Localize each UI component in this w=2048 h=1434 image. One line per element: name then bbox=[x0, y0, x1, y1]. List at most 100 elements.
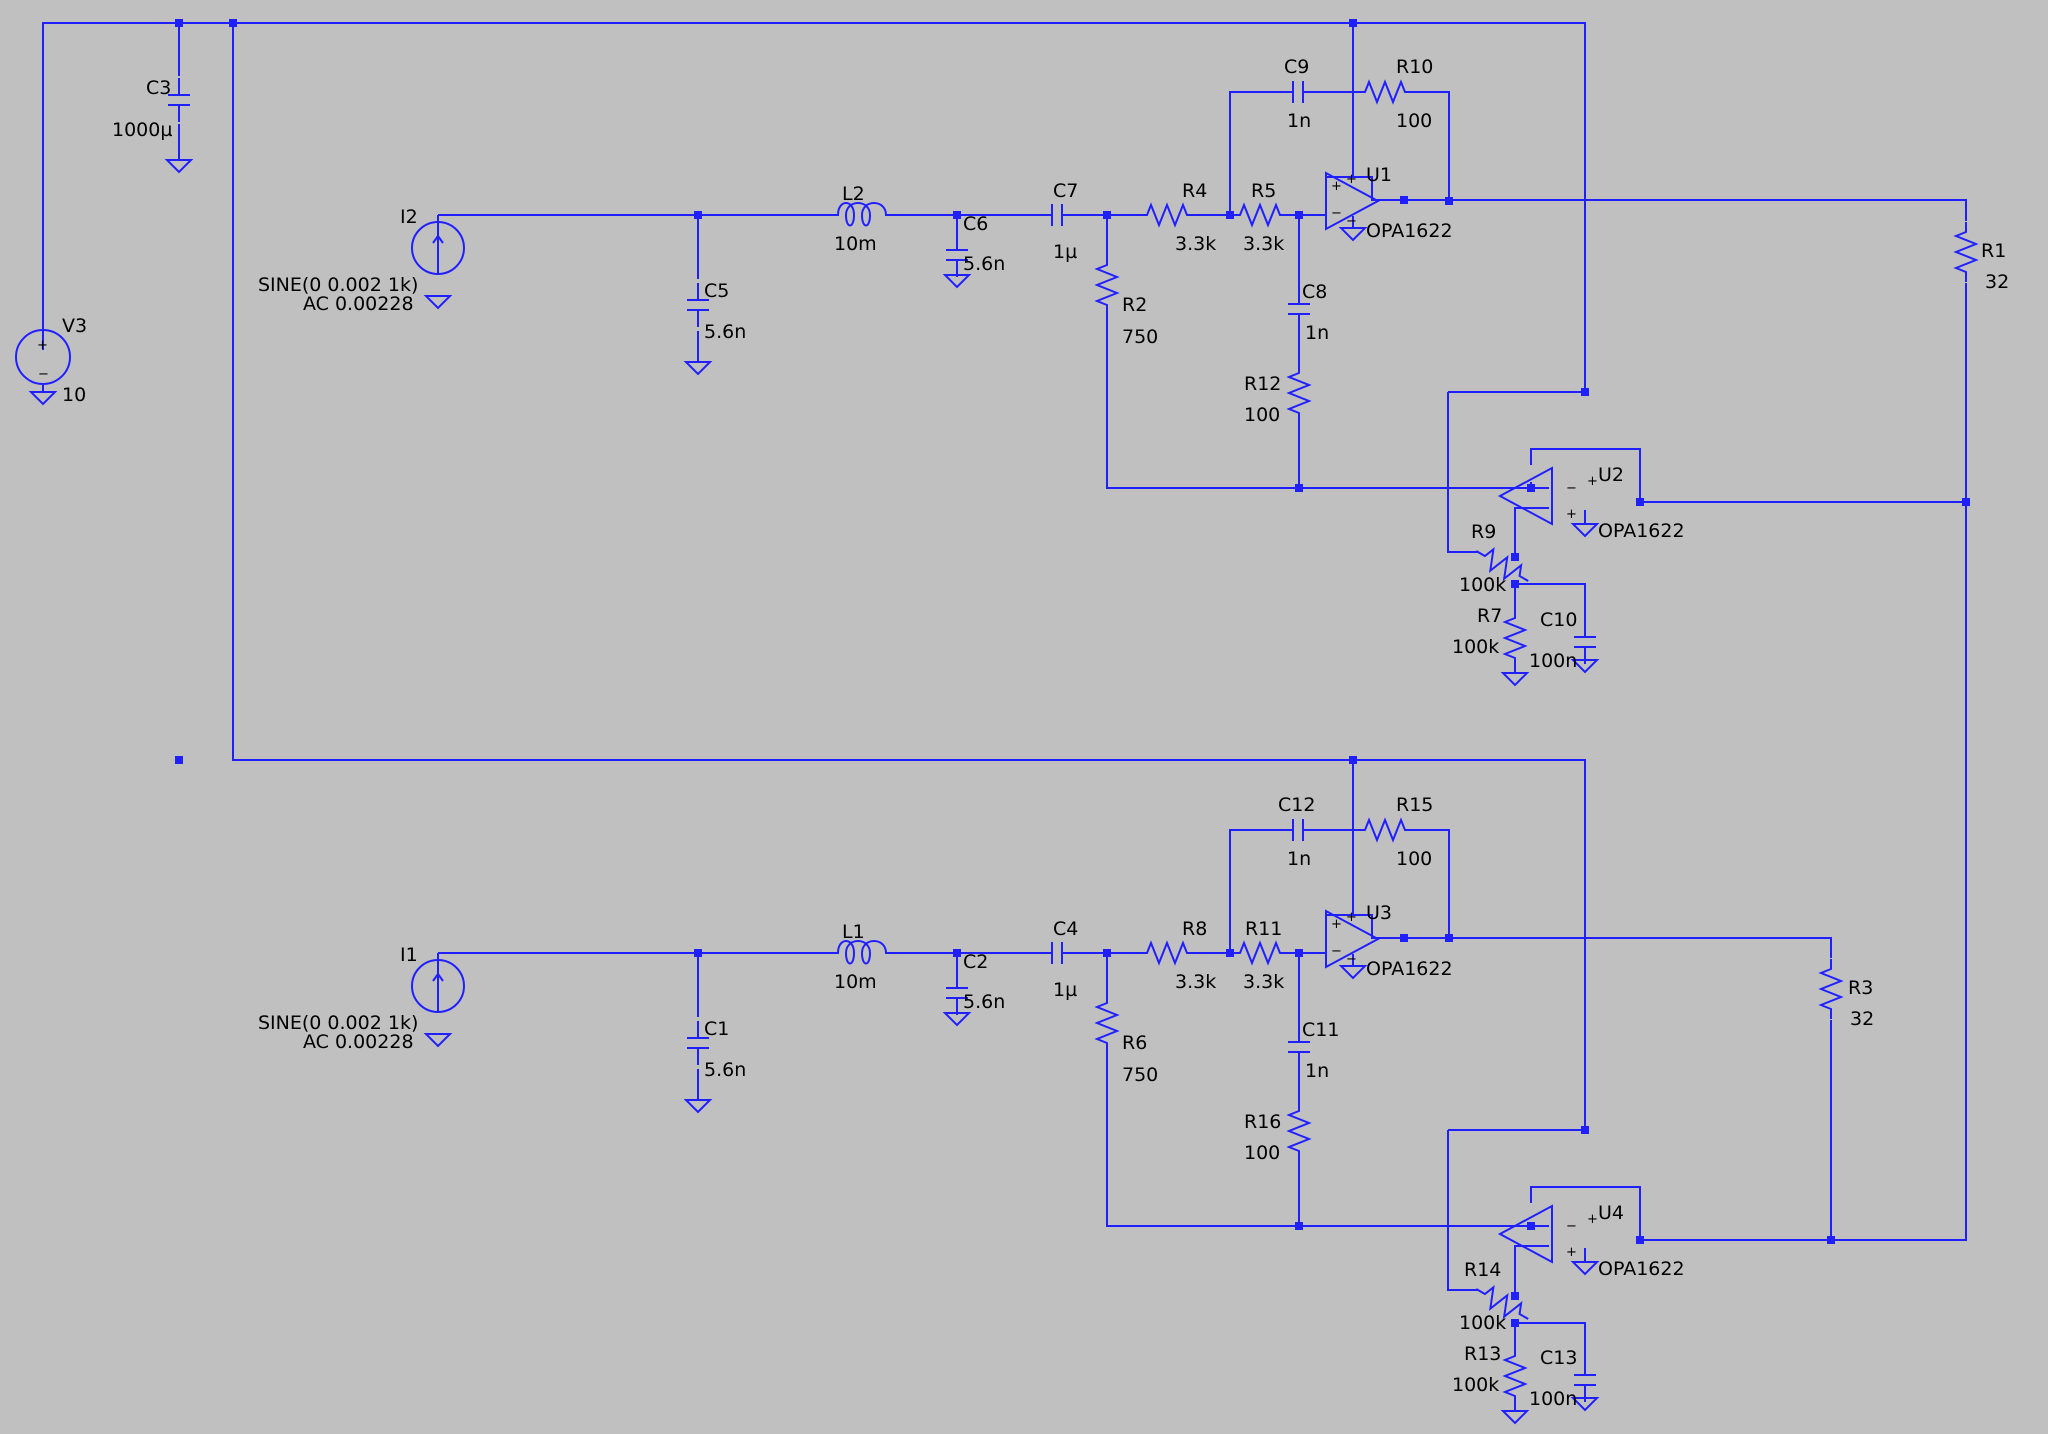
svg-text:−: − bbox=[1346, 214, 1357, 229]
r10-name-label: R10 bbox=[1396, 56, 1433, 78]
junction-dot bbox=[1527, 1222, 1535, 1230]
svg-text:−: − bbox=[1566, 1219, 1577, 1234]
junction-dot bbox=[1827, 1236, 1835, 1244]
l1-value-label: 10m bbox=[834, 971, 877, 993]
r10-symbol[interactable] bbox=[1354, 81, 1416, 103]
c12-symbol[interactable] bbox=[1275, 818, 1321, 842]
c9-symbol[interactable] bbox=[1275, 80, 1321, 104]
r1-symbol[interactable] bbox=[1955, 221, 1977, 283]
junction-dot bbox=[175, 19, 183, 27]
r14-value-label: 100k bbox=[1459, 1312, 1506, 1334]
svg-text:−: − bbox=[38, 367, 49, 382]
u3-model-label: OPA1622 bbox=[1366, 958, 1453, 980]
junction-dot bbox=[1581, 1126, 1589, 1134]
l1-symbol[interactable] bbox=[821, 940, 903, 965]
r11-name-label: R11 bbox=[1245, 918, 1282, 940]
c7-value-label: 1µ bbox=[1053, 241, 1077, 263]
r5-value-label: 3.3k bbox=[1243, 233, 1284, 255]
junction-dot bbox=[1445, 934, 1453, 942]
components: + − + − + − − bbox=[15, 77, 1977, 1424]
junction-dot bbox=[1511, 1319, 1519, 1327]
r4-symbol[interactable] bbox=[1136, 204, 1198, 226]
c9-name-label: C9 bbox=[1284, 56, 1309, 78]
svg-text:+: + bbox=[1331, 179, 1342, 194]
c8-name-label: C8 bbox=[1302, 281, 1327, 303]
i2-name-label: I2 bbox=[400, 206, 418, 228]
i2-value1-label: SINE(0 0.002 1k) bbox=[258, 274, 418, 296]
c1-value-label: 5.6n bbox=[704, 1059, 746, 1081]
r12-name-label: R12 bbox=[1244, 373, 1281, 395]
c11-value-label: 1n bbox=[1305, 1060, 1329, 1082]
r3-name-label: R3 bbox=[1848, 977, 1873, 999]
r5-name-label: R5 bbox=[1251, 180, 1276, 202]
r10-value-label: 100 bbox=[1396, 110, 1432, 132]
ground-symbol bbox=[1340, 965, 1366, 979]
svg-text:+: + bbox=[1346, 172, 1357, 187]
c8-value-label: 1n bbox=[1305, 322, 1329, 344]
u1-opamp-symbol[interactable]: + − + − bbox=[1325, 172, 1379, 230]
r8-value-label: 3.3k bbox=[1175, 971, 1216, 993]
r15-name-label: R15 bbox=[1396, 794, 1433, 816]
r2-symbol[interactable] bbox=[1096, 254, 1118, 316]
r11-value-label: 3.3k bbox=[1243, 971, 1284, 993]
junction-dot bbox=[694, 949, 702, 957]
c4-name-label: C4 bbox=[1053, 918, 1078, 940]
r2-name-label: R2 bbox=[1122, 294, 1147, 316]
junction-dot bbox=[1349, 756, 1357, 764]
r13-symbol[interactable] bbox=[1504, 1345, 1526, 1407]
junction-dot bbox=[1103, 211, 1111, 219]
junction-dot bbox=[1511, 580, 1519, 588]
svg-text:−: − bbox=[1331, 944, 1342, 959]
u3-name-label: U3 bbox=[1366, 902, 1392, 924]
svg-text:−: − bbox=[1346, 952, 1357, 967]
u4-name-label: U4 bbox=[1598, 1202, 1624, 1224]
r6-symbol[interactable] bbox=[1096, 992, 1118, 1054]
junction-dot bbox=[1295, 211, 1303, 219]
c13-name-label: C13 bbox=[1540, 1347, 1577, 1369]
r1-value-label: 32 bbox=[1985, 271, 2009, 293]
c7-symbol[interactable] bbox=[1034, 203, 1080, 227]
r5-symbol[interactable] bbox=[1229, 204, 1291, 226]
r11-symbol[interactable] bbox=[1229, 942, 1291, 964]
junction-dot bbox=[1295, 949, 1303, 957]
ground-symbol bbox=[1502, 672, 1528, 686]
u3-opamp-symbol[interactable]: + − + − bbox=[1325, 910, 1379, 968]
junction-dot bbox=[1636, 1236, 1644, 1244]
labels: V3 10 C3 1000µ I2 SINE(0 0.002 1k) AC 0.… bbox=[62, 56, 2009, 1410]
l2-name-label: L2 bbox=[842, 183, 865, 205]
c3-name-label: C3 bbox=[146, 77, 171, 99]
r7-name-label: R7 bbox=[1477, 605, 1502, 627]
r16-symbol[interactable] bbox=[1288, 1100, 1310, 1162]
ground-symbol bbox=[166, 159, 192, 173]
r15-symbol[interactable] bbox=[1354, 819, 1416, 841]
r3-symbol[interactable] bbox=[1820, 958, 1842, 1020]
l1-name-label: L1 bbox=[842, 921, 865, 943]
junction-dot bbox=[1400, 934, 1408, 942]
c2-value-label: 5.6n bbox=[963, 991, 1005, 1013]
c2-name-label: C2 bbox=[963, 951, 988, 973]
r12-symbol[interactable] bbox=[1288, 362, 1310, 424]
r13-name-label: R13 bbox=[1464, 1343, 1501, 1365]
r7-symbol[interactable] bbox=[1504, 607, 1526, 669]
junction-dot bbox=[1400, 196, 1408, 204]
l2-value-label: 10m bbox=[834, 233, 877, 255]
junction-dot bbox=[1295, 484, 1303, 492]
svg-text:+: + bbox=[1566, 1245, 1577, 1260]
junction-dot bbox=[1581, 388, 1589, 396]
junction-dot bbox=[1636, 498, 1644, 506]
r8-symbol[interactable] bbox=[1136, 942, 1198, 964]
u1-model-label: OPA1622 bbox=[1366, 220, 1453, 242]
l2-symbol[interactable] bbox=[821, 202, 903, 227]
junction-dot bbox=[953, 949, 961, 957]
junction-dot bbox=[1445, 197, 1453, 205]
c10-name-label: C10 bbox=[1540, 609, 1577, 631]
v3-source-symbol[interactable]: + − bbox=[15, 329, 71, 385]
r4-value-label: 3.3k bbox=[1175, 233, 1216, 255]
c9-value-label: 1n bbox=[1287, 110, 1311, 132]
r13-value-label: 100k bbox=[1452, 1374, 1499, 1396]
c4-symbol[interactable] bbox=[1034, 941, 1080, 965]
junction-dot bbox=[953, 211, 961, 219]
c5-value-label: 5.6n bbox=[704, 321, 746, 343]
c5-name-label: C5 bbox=[704, 280, 729, 302]
ground-symbol bbox=[425, 1033, 451, 1047]
